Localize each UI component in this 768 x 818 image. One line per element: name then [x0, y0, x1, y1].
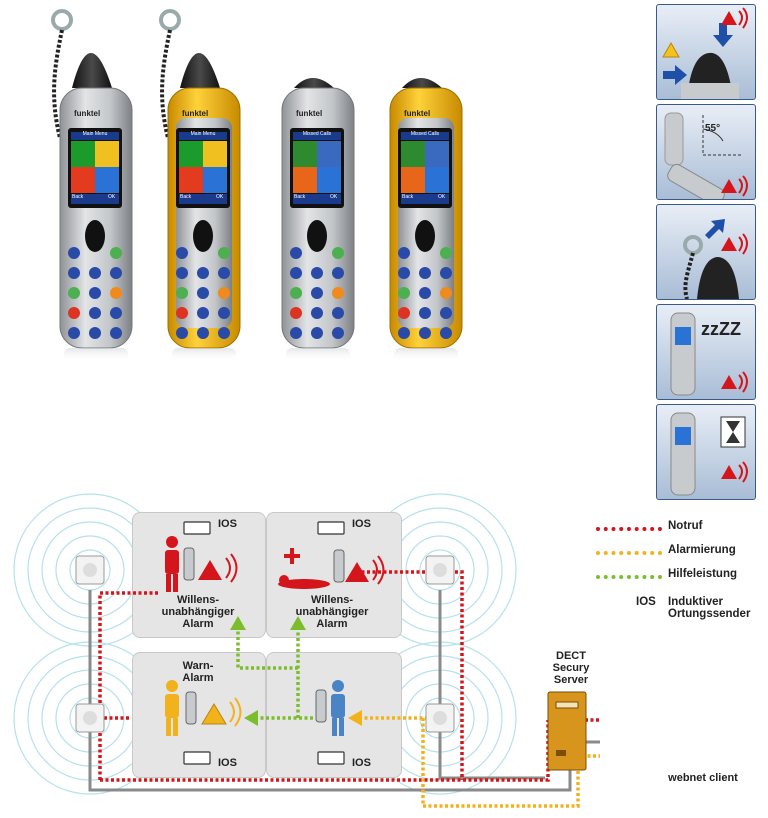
panel-no-movement-alarm: zzZZ — [656, 304, 756, 400]
phone-silver-missed-calls — [281, 78, 355, 362]
phone1-brand: funktel — [74, 109, 101, 118]
legend-notruf-label: Notruf — [668, 520, 703, 532]
dect-server-label-line2: Secury — [552, 662, 590, 674]
phone3-brand: funktel — [296, 109, 323, 118]
sleep-icon: zzZZ — [701, 319, 741, 339]
alarmierung-path — [358, 716, 600, 808]
legend-hilfeleistung-label: Hilfeleistung — [668, 568, 738, 580]
alarm-icon — [721, 375, 737, 389]
room3-caption-line1: Warn- — [182, 660, 214, 672]
panel-man-down-impact — [656, 4, 756, 100]
room1-caption-line3: Alarm — [182, 618, 214, 630]
tilt-illustration — [664, 112, 748, 199]
legend-ios-desc: Induktiver Ortungssender — [668, 596, 750, 620]
ios-label-room4: IOS — [352, 757, 371, 769]
legend-ios-key: IOS — [636, 596, 656, 608]
room1-caption: Willens- unabhängiger Alarm — [131, 594, 265, 630]
network-wires — [88, 590, 600, 792]
network-lines — [75, 521, 600, 808]
webnet-client-label: webnet client — [668, 772, 738, 784]
arrow-up-right-icon — [705, 219, 725, 239]
phone4-softkey-right: OK — [438, 194, 446, 200]
panel-timer-alarm — [656, 404, 756, 500]
hilfeleistung-arrow-icon — [244, 710, 258, 726]
room1-caption-line1: Willens- — [176, 594, 220, 606]
phone2-screen-title: Main Menu — [190, 131, 216, 137]
arrow-right-icon — [663, 65, 687, 85]
person-yellow-icon — [165, 680, 179, 736]
alarm-icon — [721, 237, 737, 251]
phone4-brand: funktel — [404, 109, 431, 118]
alarm-icon — [721, 179, 737, 193]
room2-caption: Willens- unabhängiger Alarm — [265, 594, 399, 630]
phone4-softkey-left: Back — [402, 194, 414, 200]
phone4-screen-title: Missed Calls — [410, 131, 440, 137]
panel-pull-cord-alarm — [656, 204, 756, 300]
ios-label-room3: IOS — [218, 757, 237, 769]
no-movement-illustration — [670, 312, 748, 396]
phone1-screen-title: Main Menu — [82, 131, 108, 137]
hilfeleistung-arrow-up-icon-2 — [230, 616, 246, 630]
dect-server-label: DECT Secury Server — [540, 650, 602, 686]
room3-caption: Warn- Alarm — [131, 660, 265, 684]
warning-icon — [662, 41, 680, 58]
tilt-angle-label: 55° — [705, 123, 721, 134]
dect-server-icon — [547, 691, 587, 771]
impact-illustration — [662, 7, 748, 99]
phone2-brand: funktel — [182, 109, 209, 118]
room3-caption-line2: Alarm — [182, 672, 214, 684]
room2-caption-line2: unabhängiger — [295, 606, 369, 618]
alarmierung-arrow-icon — [348, 710, 362, 726]
phone-yellow-missed-calls — [389, 78, 463, 362]
phone-silver-main-menu — [51, 9, 133, 362]
phone1-softkey-left: Back — [72, 194, 84, 200]
person-lying-icon — [278, 548, 330, 589]
dect-server-label-line1: DECT — [556, 650, 586, 662]
base-stations — [75, 555, 455, 733]
phone3-screen-title: Missed Calls — [302, 131, 332, 137]
legend-ios-desc-line1: Induktiver — [668, 596, 723, 608]
legend-ios-desc-line2: Ortungssender — [668, 608, 751, 620]
hilfeleistung-path — [236, 628, 324, 720]
hourglass-icon — [726, 421, 740, 443]
ios-label-room2: IOS — [352, 518, 371, 530]
phone1-softkey-right: OK — [108, 194, 116, 200]
panel-tilt-alarm: 55° — [656, 104, 756, 200]
alarm-icon — [721, 11, 737, 25]
person-red-icon — [165, 536, 179, 592]
alarm-icon — [721, 465, 737, 479]
timer-illustration — [670, 412, 748, 496]
phone2-softkey-right: OK — [216, 194, 224, 200]
phone3-softkey-left: Back — [294, 194, 306, 200]
room2-caption-line3: Alarm — [316, 618, 348, 630]
ios-transmitter-icons — [183, 521, 345, 765]
phone-yellow-main-menu — [159, 9, 241, 362]
room-alarm-icons — [198, 553, 385, 727]
legend-alarmierung-label: Alarmierung — [668, 544, 736, 556]
dect-server-label-line3: Server — [553, 674, 589, 686]
room1-caption-line2: unabhängiger — [161, 606, 235, 618]
phone2-softkey-left: Back — [180, 194, 192, 200]
ios-label-room1: IOS — [218, 518, 237, 530]
room2-caption-line1: Willens- — [310, 594, 354, 606]
arrow-down-icon — [713, 23, 733, 47]
pull-cord-illustration — [683, 219, 748, 299]
phone3-softkey-right: OK — [330, 194, 338, 200]
room-phone-icons — [183, 547, 345, 725]
hilfeleistung-arrow-up-icon — [290, 616, 306, 630]
person-blue-icon — [331, 680, 345, 736]
